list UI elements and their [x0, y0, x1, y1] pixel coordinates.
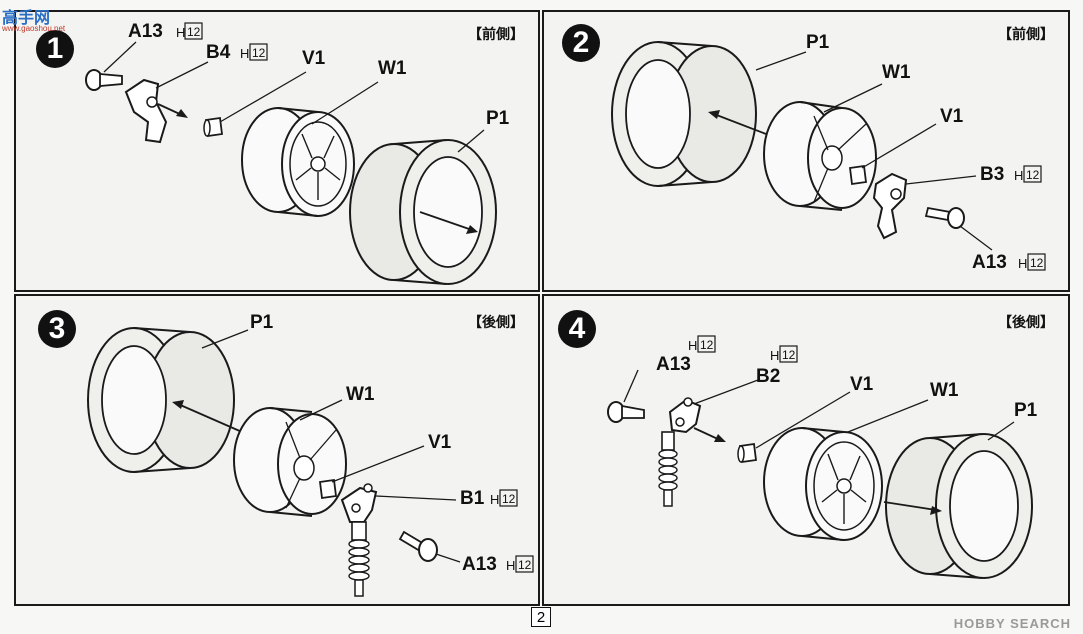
label-w1: W1: [346, 384, 375, 405]
tire-part-p1: [611, 41, 757, 187]
knuckle-part-b3: [872, 172, 908, 240]
hardness-box: 12: [252, 46, 266, 60]
hardness-box: 12: [1030, 256, 1044, 270]
step-1-panel: 1 【前側】: [14, 10, 540, 292]
tire-part-p1: [349, 139, 497, 285]
label-p1: P1: [806, 32, 830, 53]
hardness-prefix: H: [1018, 256, 1027, 271]
pin-part-a13: [398, 530, 438, 562]
step-number-badge: 4: [558, 310, 596, 348]
watermark-bottom-right: HOBBY SEARCH: [953, 616, 1071, 631]
knuckle-part-b4: [124, 78, 168, 144]
strut-part-b2: [658, 397, 702, 507]
step-number-badge: 1: [36, 30, 74, 68]
pin-part-a13: [924, 206, 965, 229]
label-b: B1: [460, 488, 485, 509]
hardness-prefix: H: [1014, 168, 1023, 183]
label-b: B3: [980, 164, 1004, 185]
hardness-box: 12: [187, 25, 201, 39]
hardness-box: 12: [518, 558, 532, 572]
tire-part-p1: [885, 433, 1033, 579]
position-label: 【後側】: [998, 315, 1054, 331]
hardness-prefix: H: [770, 348, 779, 363]
watermark-top-left-sub: www.gaoshou.net: [2, 24, 66, 33]
cap-part-v1: [318, 478, 338, 500]
position-label: 【前側】: [998, 27, 1054, 43]
step-3-diagram: P1 W1 V1 B1 H 12 A13 H 12: [87, 312, 534, 597]
pin-part-a13: [85, 69, 123, 91]
tire-part-p1: [87, 327, 235, 473]
hardness-box: 12: [782, 348, 796, 362]
watermark-top-left: 高手网: [2, 10, 51, 27]
hardness-prefix: H: [176, 25, 185, 40]
step-2-diagram: P1 W1 V1 B3 H 12 A13 H 12: [611, 32, 1046, 273]
step-4-diagram: H 12 A13 H 12 B2 V1 W1 P1: [607, 335, 1038, 579]
hardness-box: 12: [1026, 168, 1040, 182]
label-p1: P1: [486, 108, 510, 129]
step-1-diagram: A13 H 12 B4 H 12 V1 W1 P1: [85, 21, 510, 285]
cap-part-v1: [848, 164, 868, 186]
label-b: B2: [756, 366, 780, 387]
hardness-prefix: H: [490, 492, 499, 507]
label-w1: W1: [378, 58, 407, 79]
label-b: B4: [206, 42, 231, 63]
wheel-part-w1: [233, 407, 347, 517]
step-number-badge: 2: [562, 24, 600, 62]
label-v1: V1: [850, 374, 874, 395]
label-a13: A13: [656, 354, 691, 375]
pin-part-a13: [607, 401, 645, 423]
label-v1: V1: [940, 106, 964, 127]
position-label: 【後側】: [468, 315, 524, 331]
label-v1: V1: [428, 432, 452, 453]
step-2-panel: 2 【前側】: [542, 10, 1070, 292]
page-number: 2: [531, 607, 551, 627]
step-number-badge: 3: [38, 310, 76, 348]
hardness-prefix: H: [688, 338, 697, 353]
hardness-prefix: H: [240, 46, 249, 61]
label-p1: P1: [250, 312, 274, 333]
cap-part-v1: [737, 442, 758, 464]
label-v1: V1: [302, 48, 326, 69]
label-a13: A13: [128, 21, 163, 42]
hardness-box: 12: [700, 338, 714, 352]
label-p1: P1: [1014, 400, 1038, 421]
hardness-box: 12: [502, 492, 516, 506]
label-w1: W1: [930, 380, 959, 401]
wheel-part-w1: [763, 101, 877, 211]
position-label: 【前側】: [468, 27, 524, 43]
step-4-panel: 4 【後側】: [542, 294, 1070, 606]
cap-part-v1: [203, 116, 224, 138]
label-w1: W1: [882, 62, 911, 83]
wheel-part-w1: [241, 107, 355, 217]
strut-part-b1: [340, 483, 378, 597]
step-3-panel: 3 【後側】: [14, 294, 540, 606]
hardness-prefix: H: [506, 558, 515, 573]
wheel-part-w1: [763, 427, 883, 541]
label-a13: A13: [462, 554, 497, 575]
label-a13: A13: [972, 252, 1007, 273]
